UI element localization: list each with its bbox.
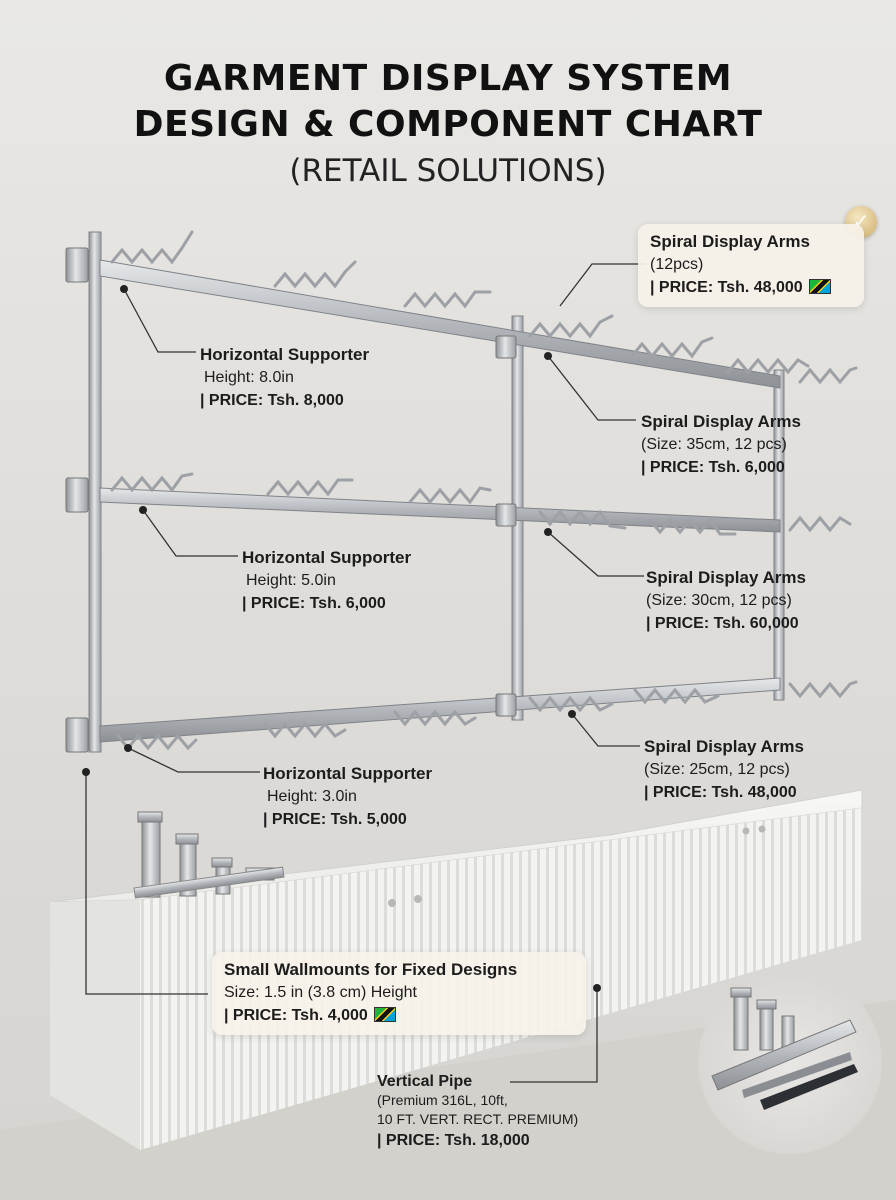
callout-detail-line-2: 10 FT. VERT. RECT. PREMIUM) (377, 1111, 579, 1127)
callout-detail: (12pcs) (650, 256, 704, 273)
callout-horizontal-supporter-5in: Horizontal Supporter Height: 5.0in | PRI… (242, 546, 411, 615)
callout-detail: (Size: 30cm, 12 pcs) (646, 592, 792, 609)
callout-price: | PRICE: Tsh. 8,000 (200, 392, 344, 409)
callout-name: Spiral Display Arms (646, 568, 806, 587)
callout-price: | PRICE: Tsh. 6,000 (641, 459, 785, 476)
component-kit-vignette (698, 970, 882, 1154)
callout-detail: Height: 3.0in (267, 788, 357, 805)
callout-spiral-arms-35cm: Spiral Display Arms (Size: 35cm, 12 pcs)… (641, 410, 801, 479)
floor (0, 1000, 896, 1200)
callout-spiral-arms-25cm: Spiral Display Arms (Size: 25cm, 12 pcs)… (644, 735, 804, 804)
spiral-display-arms (110, 230, 858, 751)
callout-spiral-arms-30cm: Spiral Display Arms (Size: 30cm, 12 pcs)… (646, 566, 806, 635)
callout-name: Spiral Display Arms (644, 737, 804, 756)
callout-detail: Height: 5.0in (246, 572, 336, 589)
callout-price: | PRICE: Tsh. 4,000 (224, 1007, 368, 1024)
callout-detail: Size: 1.5 in (3.8 cm) Height (224, 984, 417, 1001)
callout-detail: (Size: 35cm, 12 pcs) (641, 436, 787, 453)
callout-detail: (Size: 25cm, 12 pcs) (644, 761, 790, 778)
callout-spiral-arms-top: Spiral Display Arms (12pcs) | PRICE: Tsh… (638, 224, 864, 307)
callout-vertical-pipe: Vertical Pipe (Premium 316L, 10ft, 10 FT… (377, 1072, 578, 1153)
title-line-1: GARMENT DISPLAY SYSTEM (163, 58, 733, 99)
title-line-2: DESIGN & COMPONENT CHART (133, 104, 763, 145)
callout-name: Horizontal Supporter (242, 548, 412, 567)
callout-price: | PRICE: Tsh. 48,000 (644, 784, 797, 801)
callout-price: | PRICE: Tsh. 5,000 (263, 811, 407, 828)
callout-horizontal-supporter-8in: Horizontal Supporter Height: 8.0in | PRI… (200, 343, 369, 412)
callout-price: | PRICE: Tsh. 60,000 (646, 615, 799, 632)
title-block: GARMENT DISPLAY SYSTEM DESIGN & COMPONEN… (0, 56, 896, 194)
callout-horizontal-supporter-3in: Horizontal Supporter Height: 3.0in | PRI… (263, 762, 432, 831)
callout-price: | PRICE: Tsh. 18,000 (377, 1132, 530, 1149)
subtitle: (RETAIL SOLUTIONS) (289, 153, 607, 189)
tanzania-flag-icon (808, 279, 831, 294)
callout-small-wallmounts: Small Wallmounts for Fixed Designs Size:… (212, 952, 586, 1035)
callout-name: Small Wallmounts for Fixed Designs (224, 960, 518, 979)
callout-detail-line-1: (Premium 316L, 10ft, (377, 1092, 508, 1108)
callout-price: | PRICE: Tsh. 6,000 (242, 595, 386, 612)
horizontal-supporters (99, 259, 781, 743)
wall-brackets (65, 247, 517, 753)
leader-dots (82, 285, 601, 992)
callout-name: Horizontal Supporter (200, 345, 370, 364)
leader-lines (85, 263, 646, 1083)
callout-name: Horizontal Supporter (263, 764, 433, 783)
callout-detail: Height: 8.0in (204, 369, 294, 386)
callout-price: | PRICE: Tsh. 48,000 (650, 279, 803, 296)
small-wallmounts-sample (133, 811, 285, 899)
callout-name: Spiral Display Arms (641, 412, 801, 431)
tanzania-flag-icon (373, 1007, 396, 1022)
callout-name: Spiral Display Arms (650, 232, 810, 251)
callout-name: Vertical Pipe (377, 1073, 473, 1090)
